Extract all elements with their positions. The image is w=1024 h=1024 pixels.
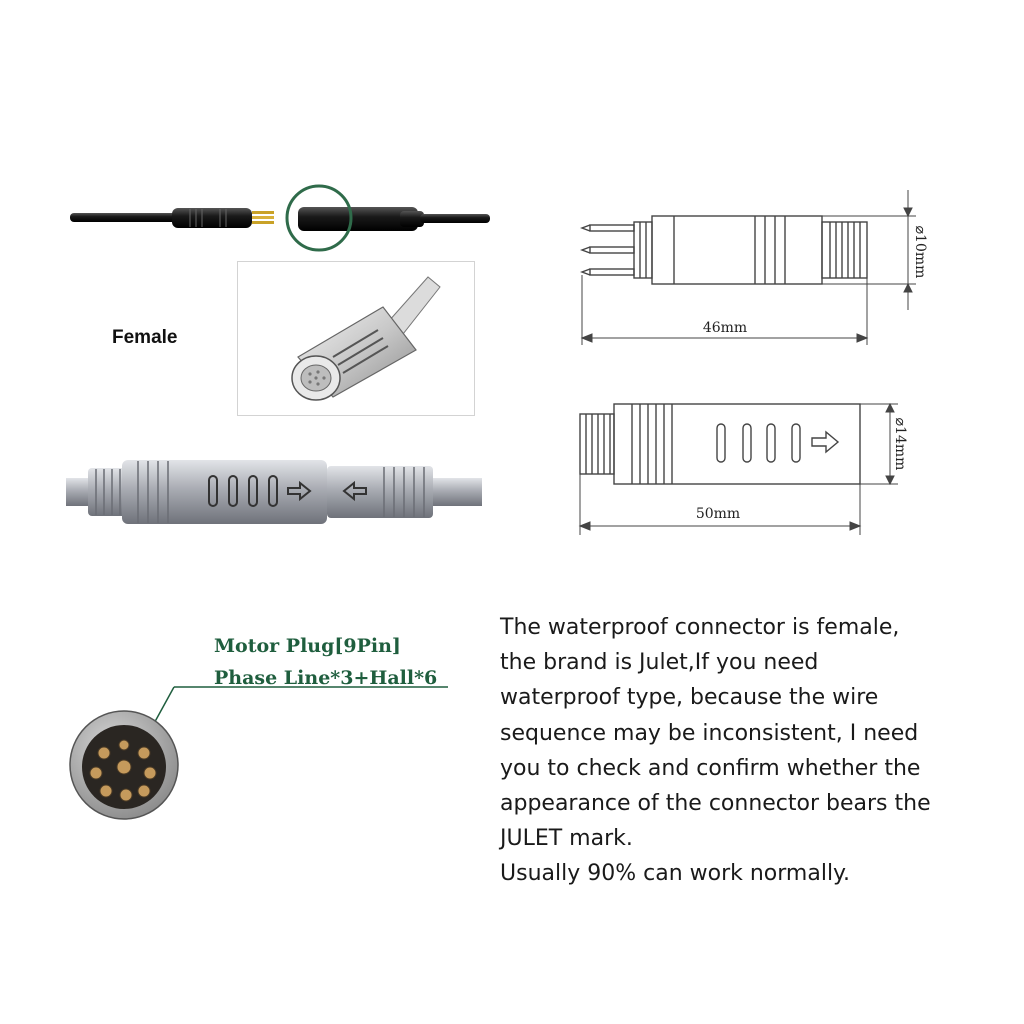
motor-plug-spec: Phase Line*3+Hall*6 (214, 667, 438, 689)
mated-connector-photo (66, 460, 482, 524)
male-diameter-label: ⌀10mm (912, 226, 928, 279)
motor-plug-label: Motor Plug[9Pin] Phase Line*3+Hall*6 (214, 630, 437, 694)
female-connector-render (291, 276, 441, 401)
female-connector-render-frame (237, 261, 475, 416)
description-line: appearance of the connector bears the (500, 791, 931, 817)
female-diameter-label: ⌀14mm (892, 418, 908, 471)
description-line: you to check and confirm whether the (500, 755, 921, 781)
female-label: Female (112, 327, 178, 348)
description-line: waterproof type, because the wire (500, 685, 879, 711)
description-line: the brand is Julet,If you need (500, 650, 819, 676)
motor-plug-title: Motor Plug[9Pin] (214, 635, 401, 657)
female-length-label: 50mm (696, 506, 740, 522)
motor-plug-leader-line (140, 686, 448, 749)
description-line: sequence may be inconsistent, I need (500, 720, 919, 746)
male-connector-dimension-drawing: 46mm ⌀10mm (580, 190, 928, 345)
description-line: The waterproof connector is female, (500, 615, 900, 640)
description-line: JULET mark. (500, 826, 633, 852)
description-line: Usually 90% can work normally. (500, 861, 850, 887)
nine-pin-plug-face (69, 710, 179, 820)
cable-connector-photo (70, 184, 490, 252)
male-length-label: 46mm (703, 320, 747, 336)
description-text: The waterproof connector is female, the … (500, 610, 990, 892)
female-connector-dimension-drawing: 50mm ⌀14mm (578, 402, 908, 535)
